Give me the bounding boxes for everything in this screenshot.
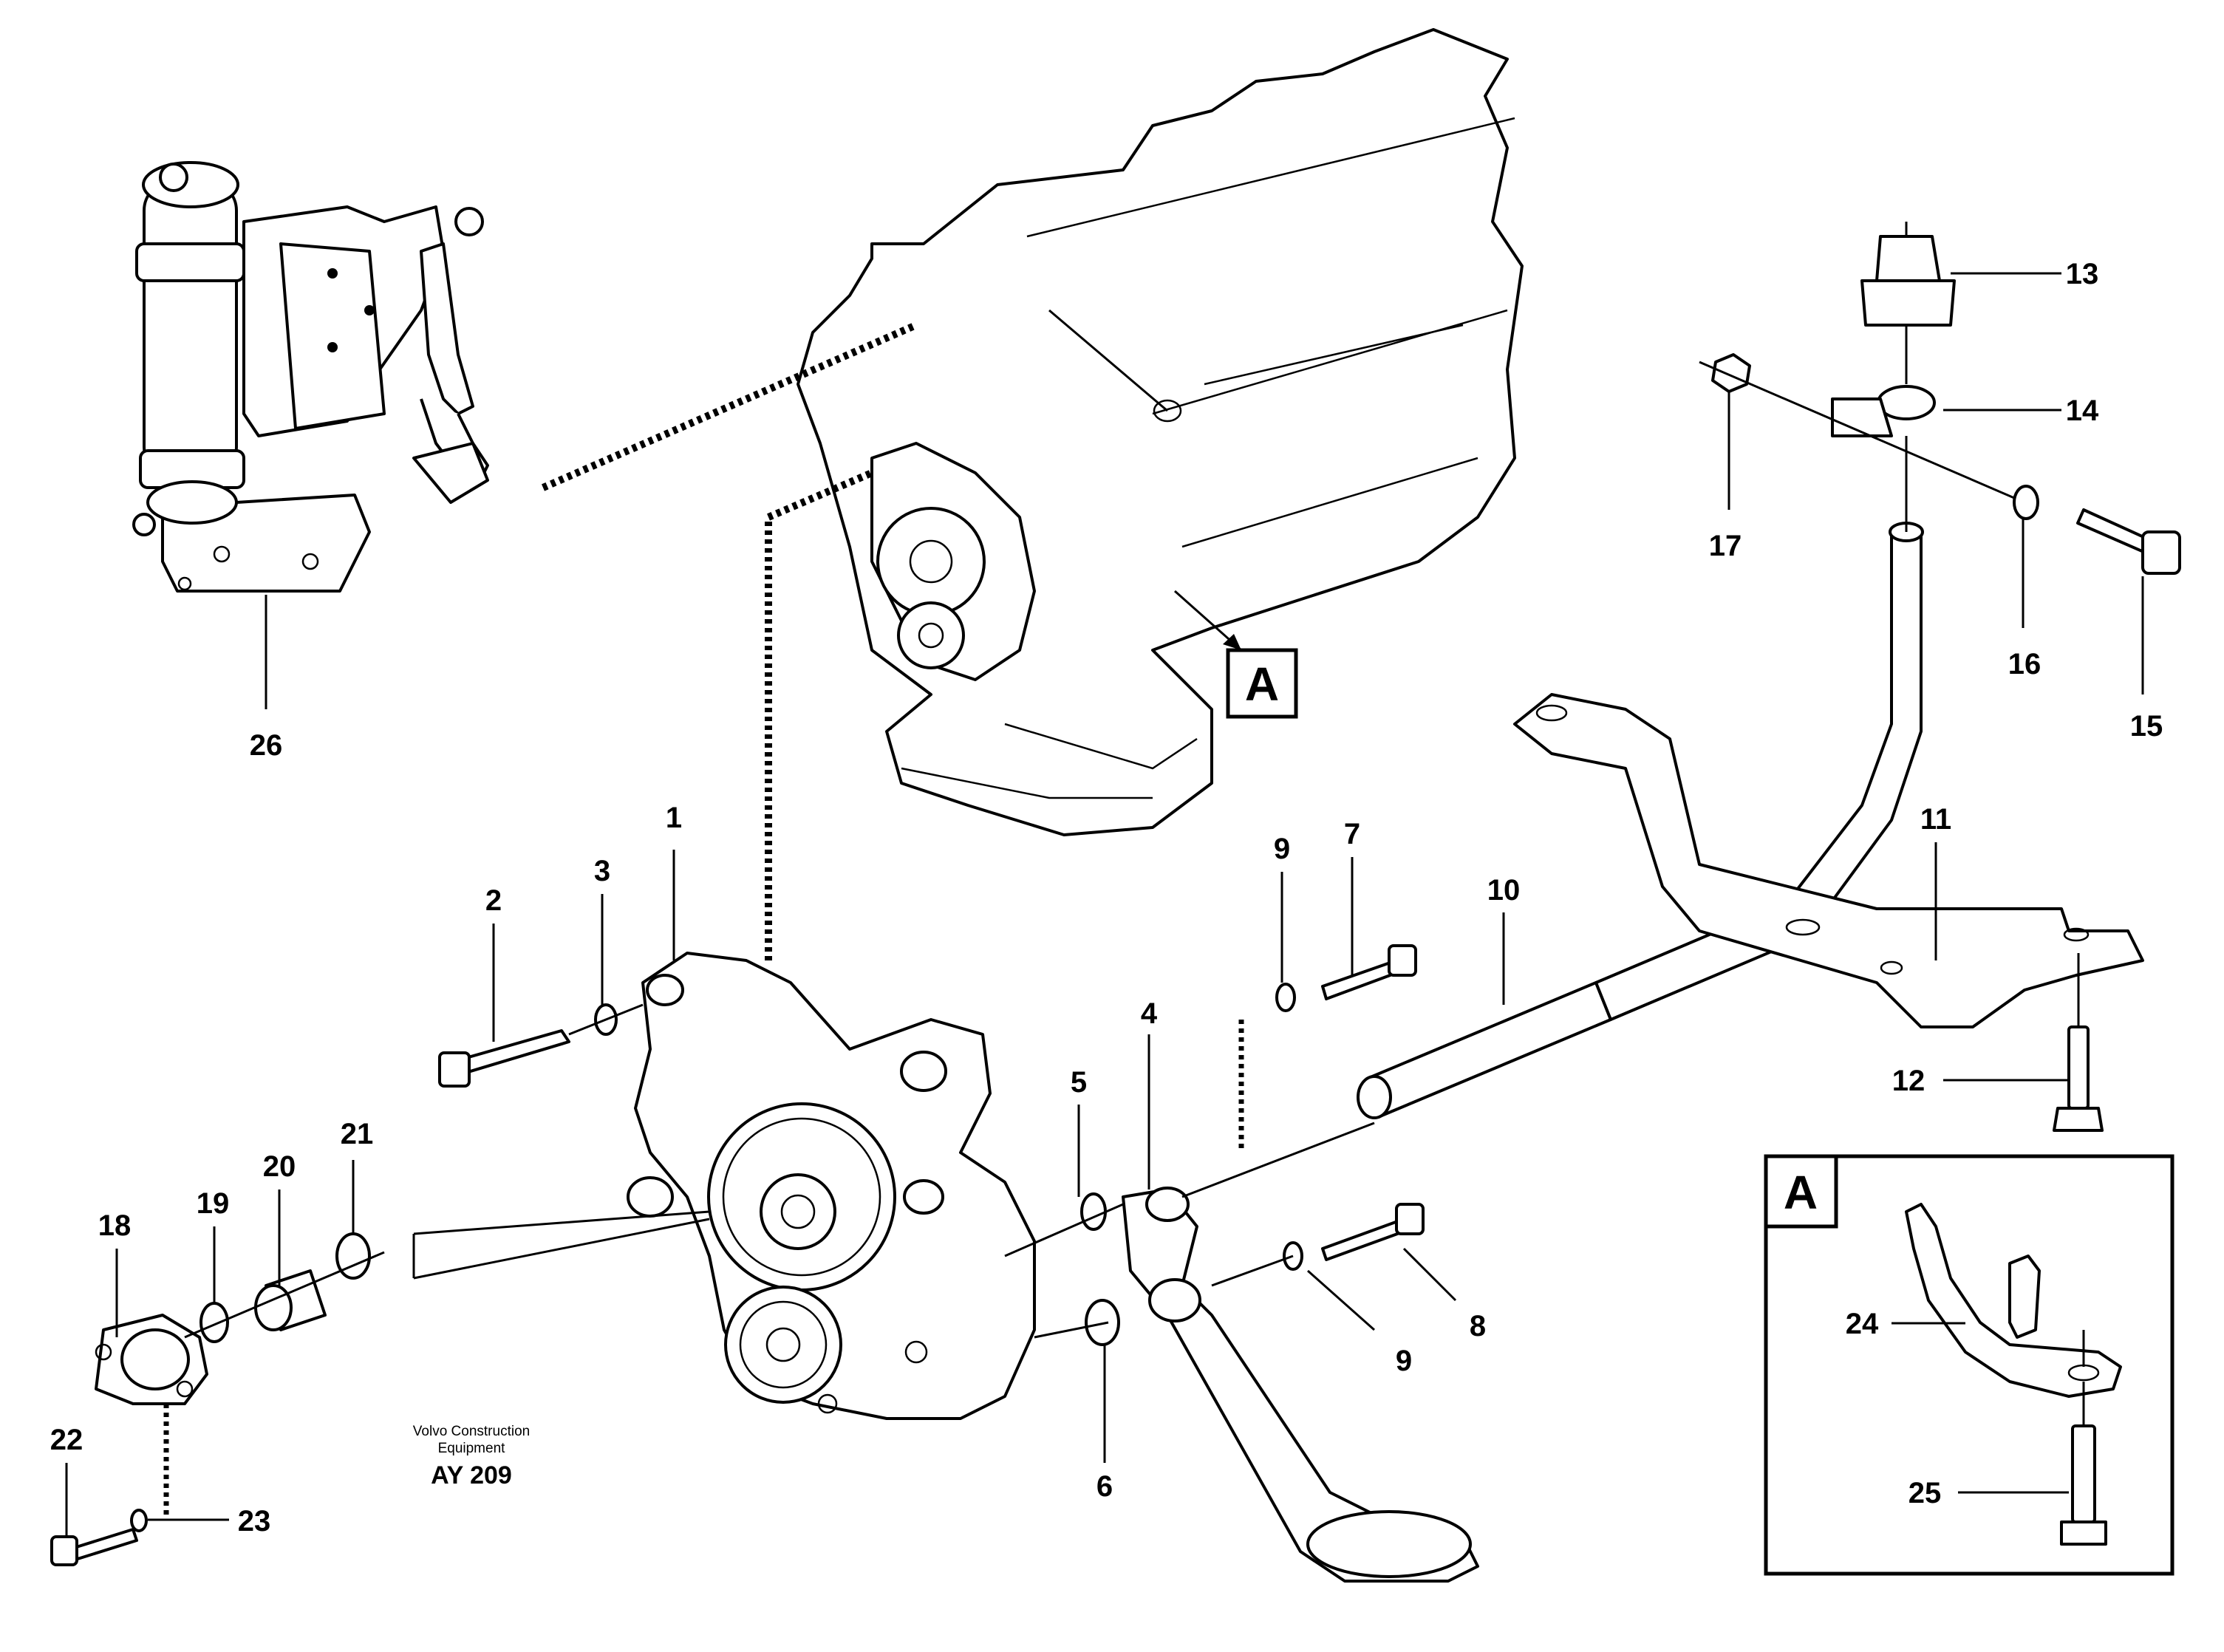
bolt-12 xyxy=(2053,953,2104,1132)
dashed-connector-pump xyxy=(765,469,873,960)
pickup-strainer xyxy=(1122,1122,1479,1583)
detail-marker-label: A xyxy=(1245,658,1279,711)
o-ring-6 xyxy=(1085,1299,1120,1346)
callout-8: 8 xyxy=(1470,1310,1486,1342)
callout-9-upper: 9 xyxy=(1274,833,1290,865)
bracket-11 xyxy=(1513,693,2144,1028)
o-ring-19 xyxy=(199,1302,229,1343)
engine-block xyxy=(797,28,1524,836)
callout-19: 19 xyxy=(197,1187,230,1220)
fitting-13 xyxy=(1860,222,1956,327)
callout-23: 23 xyxy=(238,1505,271,1537)
callout-6: 6 xyxy=(1096,1470,1113,1503)
pump-flow-arrow-top xyxy=(413,1210,710,1235)
callout-5: 5 xyxy=(1071,1066,1087,1099)
callout-17: 17 xyxy=(1709,530,1742,562)
detail-box-label: A xyxy=(1784,1166,1818,1219)
detail-box-a: A xyxy=(1764,1154,2174,1576)
callout-11: 11 xyxy=(1920,803,1951,836)
cooler-assembly xyxy=(132,161,489,593)
callout-14: 14 xyxy=(2066,395,2099,427)
callout-2: 2 xyxy=(485,884,502,917)
bushing-20 xyxy=(254,1269,327,1331)
credit-line-1: Volvo Construction xyxy=(413,1424,530,1439)
callout-12: 12 xyxy=(1892,1065,1925,1097)
callout-20: 20 xyxy=(263,1150,296,1183)
o-ring-5 xyxy=(1080,1192,1107,1231)
bolt-15 xyxy=(2076,508,2181,575)
oil-pump xyxy=(627,952,1036,1420)
nut-17 xyxy=(1711,353,1751,393)
bolt-7 xyxy=(1321,944,1417,1000)
credit-line-2: Equipment xyxy=(438,1441,506,1456)
bolt-2 xyxy=(438,1029,570,1088)
washer-9-upper xyxy=(1275,983,1296,1012)
callout-15: 15 xyxy=(2130,710,2163,743)
washer-23 xyxy=(130,1509,148,1532)
callout-1: 1 xyxy=(666,802,682,834)
pump-flow-arrow-bottom xyxy=(413,1218,710,1280)
callout-numbers: 1 2 3 4 5 6 7 8 9 9 10 11 12 13 14 15 16… xyxy=(50,258,2163,1537)
callout-9-lower: 9 xyxy=(1396,1345,1412,1377)
clamp-14 xyxy=(1831,385,1936,532)
callout-22: 22 xyxy=(50,1424,83,1456)
callout-24: 24 xyxy=(1846,1308,1879,1340)
bolt-8 xyxy=(1321,1203,1425,1261)
detail-marker-a: A xyxy=(1174,590,1298,719)
callout-4: 4 xyxy=(1141,997,1158,1030)
engine-pump-small xyxy=(870,442,1036,681)
callout-13: 13 xyxy=(2066,258,2099,290)
bolt-22 xyxy=(50,1528,138,1566)
callout-3: 3 xyxy=(594,855,610,887)
callout-10: 10 xyxy=(1487,874,1521,907)
callout-26: 26 xyxy=(250,729,283,762)
washer-16 xyxy=(2013,485,2039,520)
cover-18 xyxy=(95,1314,208,1405)
callout-18: 18 xyxy=(98,1209,132,1242)
credit-code: AY 209 xyxy=(431,1461,512,1489)
callout-16: 16 xyxy=(2008,648,2041,680)
callout-21: 21 xyxy=(341,1118,374,1150)
callout-7: 7 xyxy=(1344,818,1360,850)
dashed-connector-cooler xyxy=(542,321,918,491)
credit-block: Volvo Construction Equipment AY 209 xyxy=(413,1424,530,1489)
leader-lines xyxy=(65,272,2144,1537)
callout-25: 25 xyxy=(1909,1477,1942,1509)
